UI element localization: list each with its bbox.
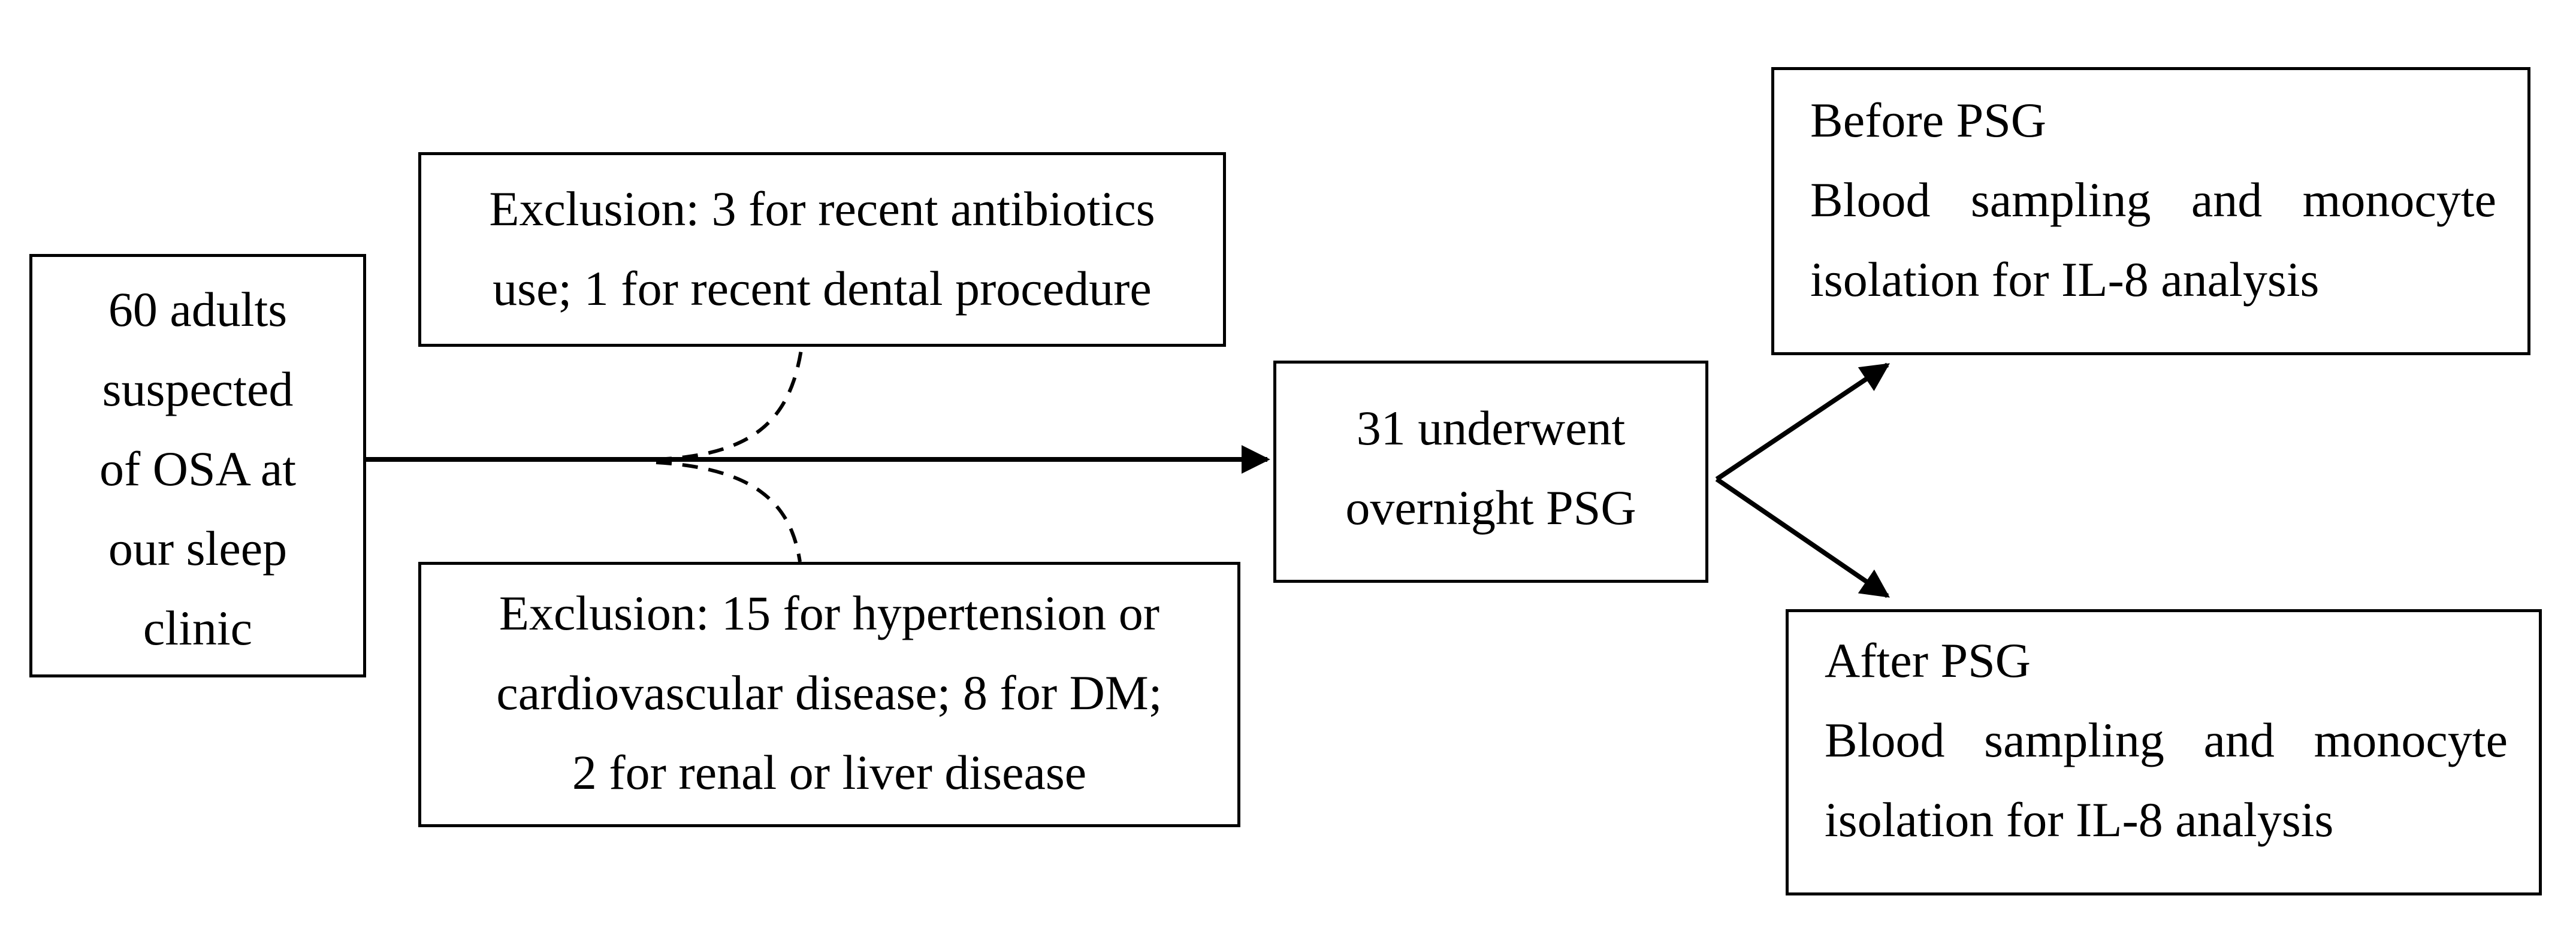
- psg-box: 31 underwent overnight PSG: [1273, 361, 1708, 583]
- exclusion-bottom-line-1: Exclusion: 15 for hypertension or: [499, 586, 1160, 640]
- exclusion-top-dashed-connector: [656, 346, 804, 461]
- psg-box-line-1: 31 underwent: [1356, 401, 1626, 455]
- exclusion-bottom-line-3: 2 for renal or liver disease: [572, 745, 1087, 800]
- before-psg-title: Before PSG: [1810, 93, 2047, 147]
- exclusion-top-line-2: use; 1 for recent dental procedure: [493, 261, 1152, 316]
- before-psg-line-1: Blood sampling and monocyte: [1810, 173, 2496, 227]
- before-psg-line-2: isolation for IL-8 analysis: [1810, 252, 2320, 307]
- arrow-to-after-psg: [1715, 477, 1890, 598]
- after-psg-line-1: Blood sampling and monocyte: [1825, 713, 2508, 767]
- exclusion-top-line-1: Exclusion: 3 for recent antibiotics: [489, 181, 1155, 236]
- arrow-to-before-psg: [1715, 362, 1890, 482]
- start-box-line-4: our sleep: [108, 521, 288, 576]
- start-box-line-3: of OSA at: [99, 441, 296, 496]
- after-psg-line-2: isolation for IL-8 analysis: [1825, 792, 2334, 847]
- exclusion-bottom-line-2: cardiovascular disease; 8 for DM;: [496, 665, 1162, 720]
- exclusion-bottom-dashed-connector: [656, 461, 802, 562]
- after-psg-box: After PSG Blood sampling and monocyte is…: [1786, 609, 2542, 895]
- before-psg-box: Before PSG Blood sampling and monocyte i…: [1771, 67, 2530, 355]
- after-psg-title: After PSG: [1825, 633, 2031, 688]
- start-box-line-1: 60 adults: [108, 282, 288, 337]
- exclusion-top-box: Exclusion: 3 for recent antibiotics use;…: [418, 152, 1226, 347]
- start-box-line-5: clinic: [143, 601, 253, 655]
- exclusion-bottom-box: Exclusion: 15 for hypertension or cardio…: [418, 562, 1240, 827]
- start-box: 60 adults suspected of OSA at our sleep …: [29, 254, 366, 677]
- psg-box-line-2: overnight PSG: [1345, 480, 1636, 535]
- start-box-line-2: suspected: [102, 362, 294, 416]
